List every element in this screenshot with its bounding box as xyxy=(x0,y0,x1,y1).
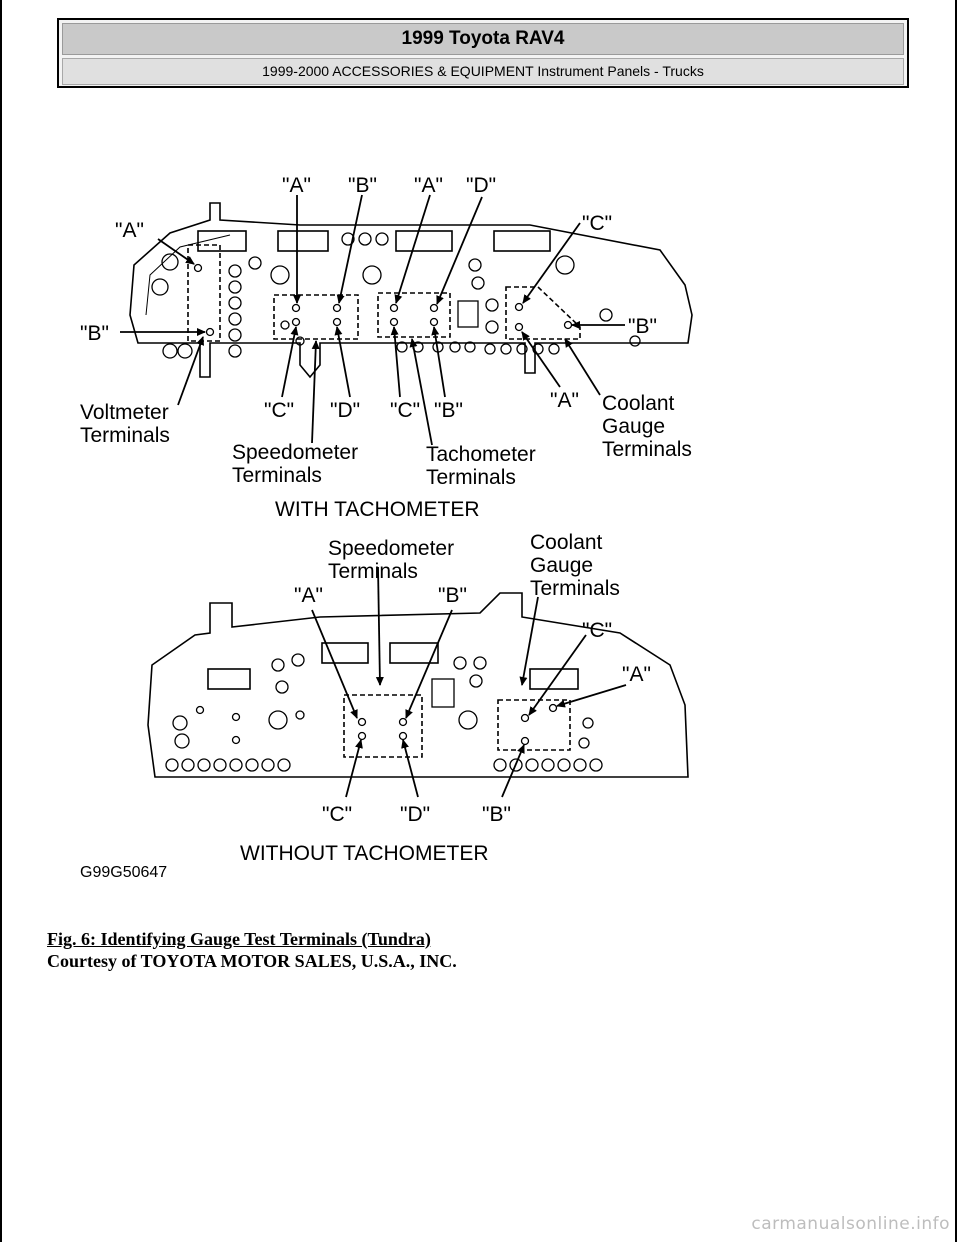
vehicle-title: 1999 Toyota RAV4 xyxy=(62,23,904,55)
label-a-top-2: "A" xyxy=(414,174,443,197)
label-a-lower-right: "A" xyxy=(622,663,651,686)
label-c-bottom-1: "C" xyxy=(264,399,294,422)
speedometer-label-line-2: Terminals xyxy=(232,464,322,487)
cluster-with-tachometer xyxy=(129,202,693,379)
connector-5 xyxy=(207,668,251,690)
caption-title: Fig. 6: Identifying Gauge Test Terminals… xyxy=(47,929,431,949)
coolant2-label-line-2: Gauge xyxy=(530,554,593,577)
coolant-label-line-3: Terminals xyxy=(602,438,692,461)
speedometer2-label-line-2: Terminals xyxy=(328,560,418,583)
diagram-svg: "A" "B" "A" "D" "A" "C" "B" "B" "C" "D" … xyxy=(80,174,693,881)
label-c-lower-right: "C" xyxy=(582,619,612,642)
labels-upper: "A" "B" "A" "D" "A" "C" "B" "B" "C" "D" … xyxy=(80,174,692,521)
speedometer-terminal-box-2 xyxy=(343,694,423,758)
speedometer2-label-line-1: Speedometer xyxy=(328,537,454,560)
tachometer-label-line-2: Terminals xyxy=(426,466,516,489)
voltmeter-label-line-1: Voltmeter xyxy=(80,401,169,424)
label-a-lower-1: "A" xyxy=(294,584,323,607)
connector-6 xyxy=(321,642,369,664)
without-tachometer-heading: WITHOUT TACHOMETER xyxy=(240,842,489,865)
gauge-terminals-diagram: "A" "B" "A" "D" "A" "C" "B" "B" "C" "D" … xyxy=(60,165,760,890)
speedometer-terminal-box-1 xyxy=(273,294,359,340)
with-tachometer-heading: WITH TACHOMETER xyxy=(275,498,480,521)
label-c-right: "C" xyxy=(582,212,612,235)
section-subtitle: 1999-2000 ACCESSORIES & EQUIPMENT Instru… xyxy=(62,58,904,85)
cluster-outline-2 xyxy=(147,592,689,778)
connector-2 xyxy=(277,230,329,252)
label-a-top-1: "A" xyxy=(282,174,311,197)
label-d-lower-bottom: "D" xyxy=(400,803,430,826)
figure-code: G99G50647 xyxy=(80,864,167,881)
connector-7 xyxy=(389,642,439,664)
cluster-outline-1 xyxy=(129,202,693,379)
labels-lower: Speedometer Terminals Coolant Gauge Term… xyxy=(80,531,651,881)
label-d-top-1: "D" xyxy=(466,174,496,197)
label-b-lower-bottom: "B" xyxy=(482,803,511,826)
label-b-bottom-1: "B" xyxy=(434,399,463,422)
coolant-label-line-1: Coolant xyxy=(602,392,675,415)
label-a-bottom-1: "A" xyxy=(550,389,579,412)
voltmeter-terminal-box xyxy=(187,244,221,342)
voltmeter-label-line-2: Terminals xyxy=(80,424,170,447)
document-header: 1999 Toyota RAV4 1999-2000 ACCESSORIES &… xyxy=(57,18,909,88)
connector-8 xyxy=(529,668,579,690)
coolant-terminal-box-2 xyxy=(497,699,571,751)
tachometer-label-line-1: Tachometer xyxy=(426,443,536,466)
label-c-bottom-2: "C" xyxy=(390,399,420,422)
speedometer-label-line-1: Speedometer xyxy=(232,441,358,464)
label-d-bottom-1: "D" xyxy=(330,399,360,422)
coolant-label-line-2: Gauge xyxy=(602,415,665,438)
connector-3 xyxy=(395,230,453,252)
connector-1 xyxy=(197,230,247,252)
coolant-terminal-box-1 xyxy=(505,286,581,340)
watermark: carmanualsonline.info xyxy=(751,1214,950,1234)
tachometer-terminal-box xyxy=(377,292,451,338)
label-b-left: "B" xyxy=(80,322,109,345)
coolant2-label-line-3: Terminals xyxy=(530,577,620,600)
label-a-left: "A" xyxy=(115,219,144,242)
label-c-lower-bottom: "C" xyxy=(322,803,352,826)
label-b-top-1: "B" xyxy=(348,174,377,197)
coolant2-label-line-1: Coolant xyxy=(530,531,603,554)
caption-credit: Courtesy of TOYOTA MOTOR SALES, U.S.A., … xyxy=(47,951,457,971)
arrows-upper xyxy=(120,194,625,446)
figure-caption: Fig. 6: Identifying Gauge Test Terminals… xyxy=(47,928,457,972)
arrows-lower xyxy=(311,566,627,798)
connector-4 xyxy=(493,230,551,252)
label-b-right: "B" xyxy=(628,315,657,338)
cluster-without-tachometer xyxy=(147,592,689,778)
label-b-lower-1: "B" xyxy=(438,584,467,607)
